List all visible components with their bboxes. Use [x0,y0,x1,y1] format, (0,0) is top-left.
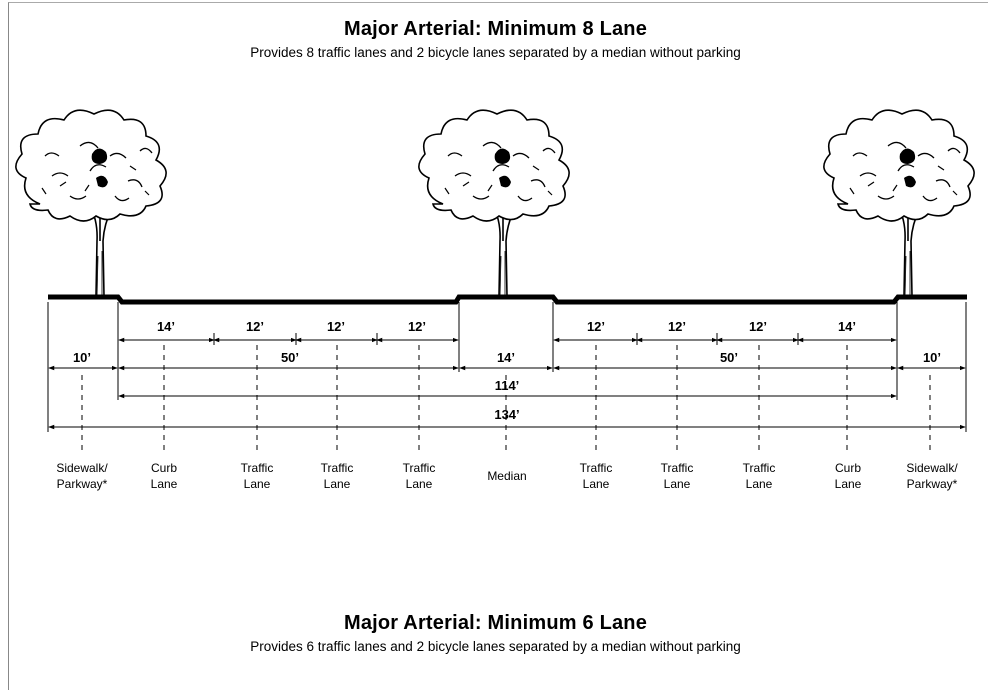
label-traffic-2-line1: Traffic [321,461,354,475]
label-traffic-3-line2: Lane [406,477,433,491]
street-cross-section: 14’ 12’ 12’ 12’ 12’ 12’ 12’ 14’ 10’ 50’ … [15,109,975,491]
label-curb-right-line1: Curb [835,461,861,475]
section-subtitle-6-lane: Provides 6 traffic lanes and 2 bicycle l… [250,639,741,654]
dim-left-traffic-lane-3: 12’ [408,319,426,334]
label-sidewalk-left-line1: Sidewalk/ [56,461,108,475]
dim-curb-to-curb: 114’ [495,378,520,393]
label-traffic-3-line1: Traffic [403,461,436,475]
label-traffic-4-line1: Traffic [580,461,613,475]
label-traffic-1-line2: Lane [244,477,271,491]
section-title-6-lane: Major Arterial: Minimum 6 Lane [343,612,648,634]
dim-left-traffic-lane-2: 12’ [327,319,345,334]
label-traffic-1-line1: Traffic [241,461,274,475]
tree-icon [418,109,570,297]
label-traffic-4-line2: Lane [583,477,610,491]
road-profile [48,294,967,305]
label-traffic-6-line1: Traffic [743,461,776,475]
dim-median: 14’ [497,350,515,365]
dim-left-traffic-lane-1: 12’ [246,319,264,334]
label-traffic-5-line2: Lane [664,477,691,491]
label-curb-left-line1: Curb [151,461,177,475]
label-sidewalk-right-line2: Parkway* [907,477,958,491]
dim-left-roadway: 50’ [281,350,299,365]
label-traffic-2-line2: Lane [324,477,351,491]
label-curb-right-line2: Lane [835,477,862,491]
label-traffic-6-line2: Lane [746,477,773,491]
dim-right-traffic-lane-2: 12’ [668,319,686,334]
dim-right-sidewalk: 10’ [923,350,941,365]
section-title-8-lane: Major Arterial: Minimum 8 Lane [343,18,648,40]
label-curb-left-line2: Lane [151,477,178,491]
label-sidewalk-left-line2: Parkway* [57,477,108,491]
dim-left-curb-lane: 14’ [157,319,175,334]
drawing-frame [8,2,988,690]
dim-right-curb-lane: 14’ [838,319,856,334]
dim-right-traffic-lane-3: 12’ [749,319,767,334]
dim-right-traffic-lane-1: 12’ [587,319,605,334]
label-median: Median [487,469,526,483]
tree-icon [823,109,975,297]
section-subtitle-8-lane: Provides 8 traffic lanes and 2 bicycle l… [250,45,741,60]
label-traffic-5-line1: Traffic [661,461,694,475]
tree-icon [15,109,167,297]
dim-right-roadway: 50’ [720,350,738,365]
dim-right-of-way: 134’ [494,407,519,422]
label-sidewalk-right-line1: Sidewalk/ [906,461,958,475]
dim-left-sidewalk: 10’ [73,350,91,365]
